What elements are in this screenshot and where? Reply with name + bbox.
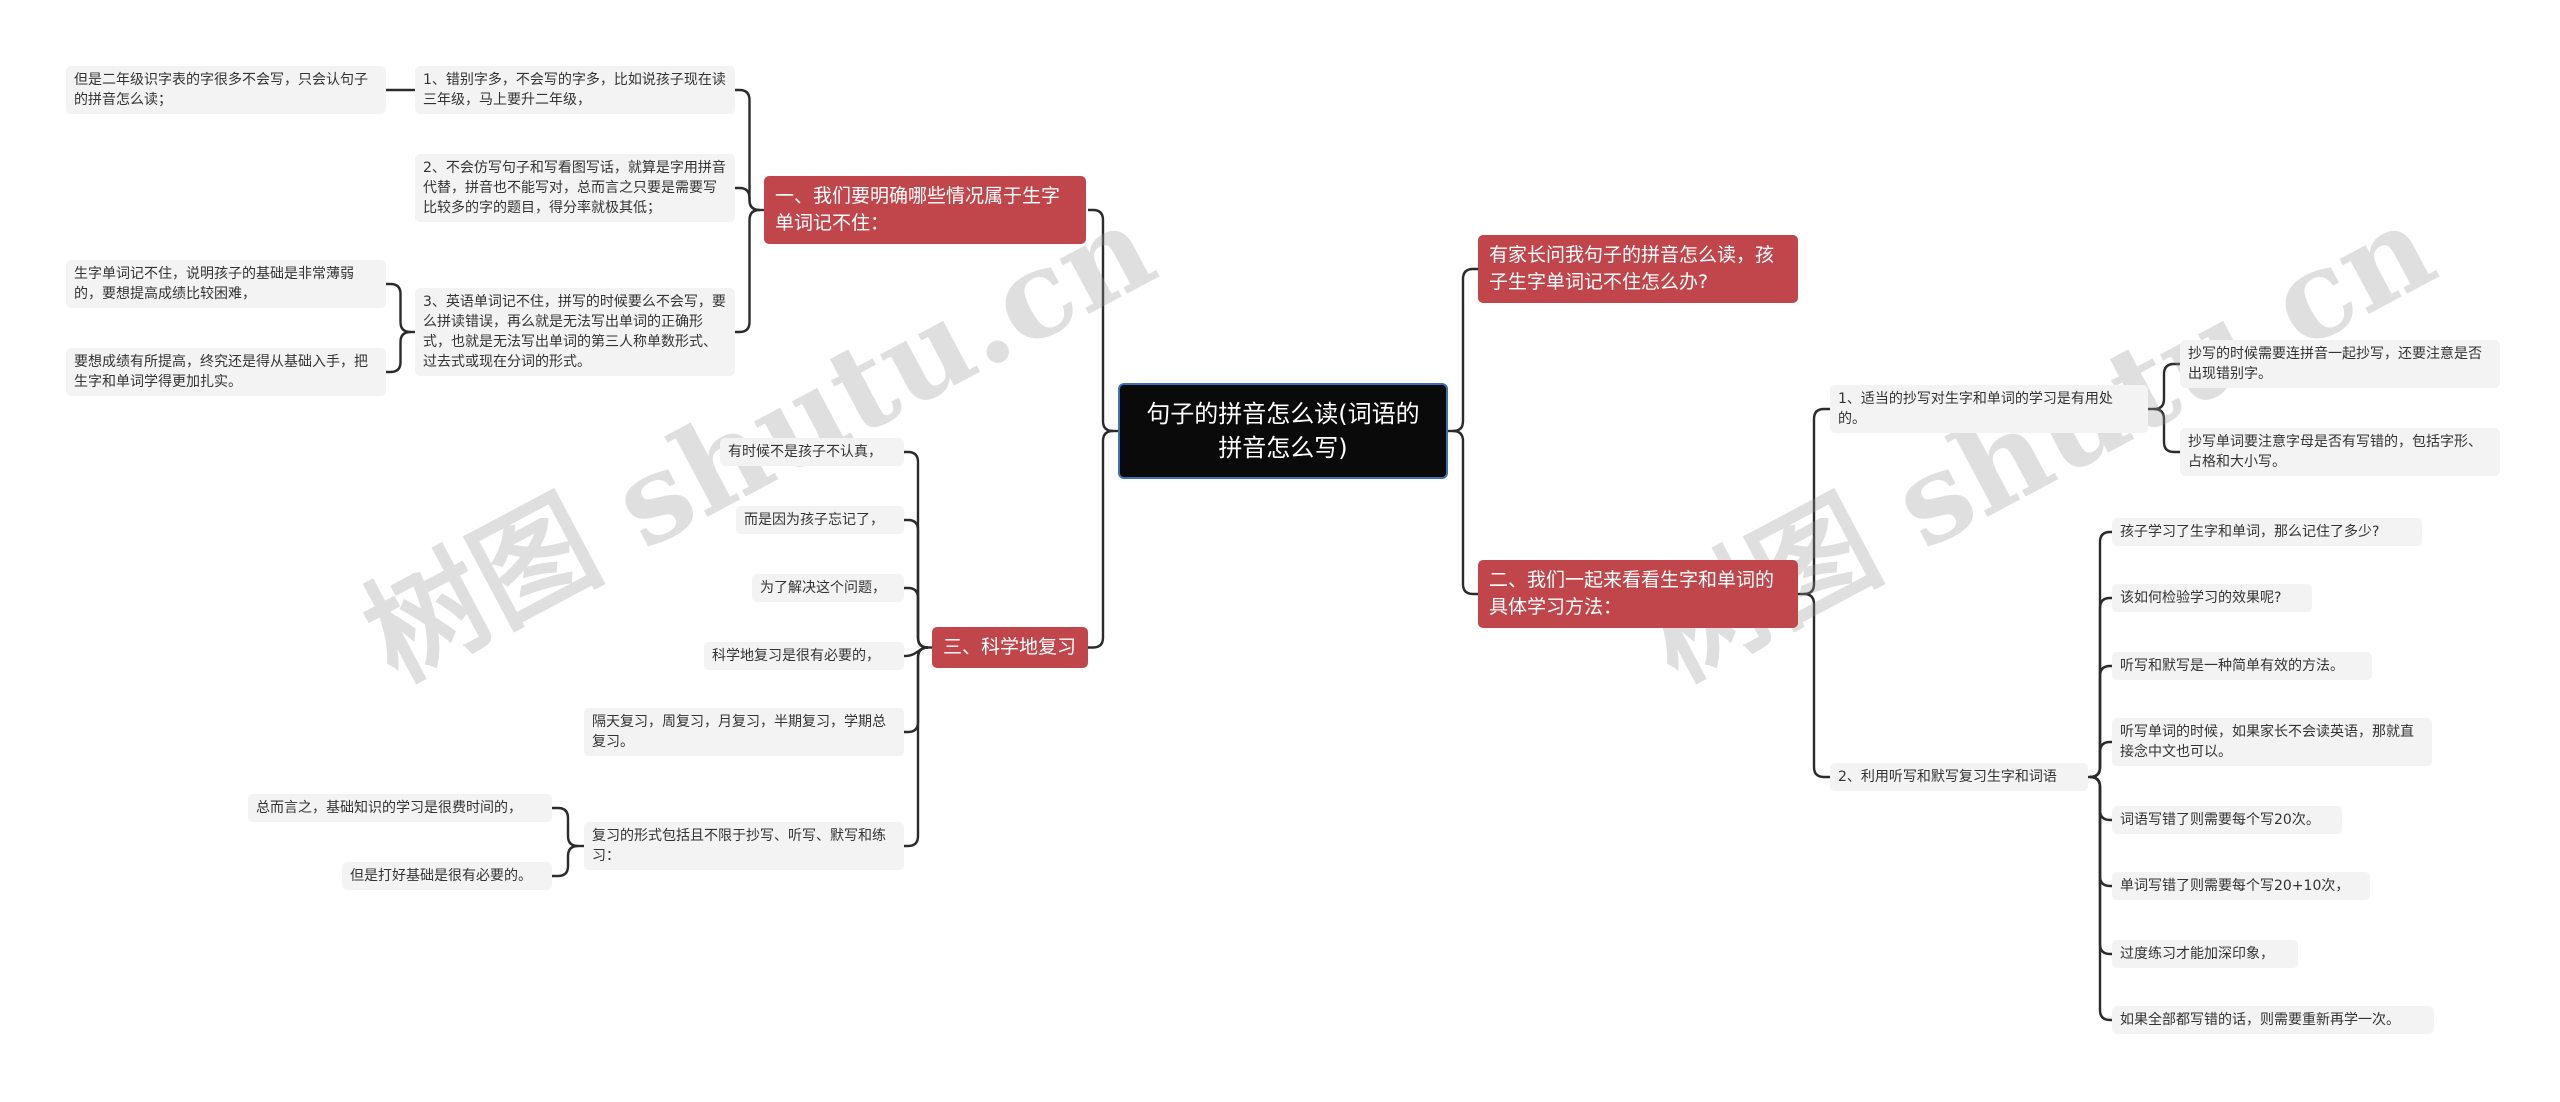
method-dictation[interactable]: 2、利用听写和默写复习生字和词语 [1830,763,2088,791]
review-point-3[interactable]: 为了解决这个问题， [752,574,904,602]
case-3-note-1[interactable]: 生字单词记不住，说明孩子的基础是非常薄弱的，要想提高成绩比较困难， [66,260,386,308]
case-1[interactable]: 1、错别字多，不会写的字多，比如说孩子现在读三年级，马上要升二年级， [415,66,735,114]
review-point-6[interactable]: 复习的形式包括且不限于抄写、听写、默写和练习： [584,822,904,870]
branch-learning-methods[interactable]: 二、我们一起来看看生字和单词的具体学习方法： [1478,560,1798,628]
root-topic[interactable]: 句子的拼音怎么读(词语的拼音怎么写) [1118,383,1448,479]
dictation-point-1[interactable]: 孩子学习了生字和单词，那么记住了多少? [2112,518,2422,546]
case-3[interactable]: 3、英语单词记不住，拼写的时候要么不会写，要么拼读错误，再么就是无法写出单词的正… [415,288,735,376]
dictation-point-2[interactable]: 该如何检验学习的效果呢? [2112,584,2312,612]
dictation-point-3[interactable]: 听写和默写是一种简单有效的方法。 [2112,652,2372,680]
copying-tip-1[interactable]: 抄写的时候需要连拼音一起抄写，还要注意是否出现错别字。 [2180,340,2500,388]
review-point-4[interactable]: 科学地复习是很有必要的， [704,642,904,670]
case-3-note-2[interactable]: 要想成绩有所提高，终究还是得从基础入手，把生字和单词学得更加扎实。 [66,348,386,396]
dictation-point-7[interactable]: 过度练习才能加深印象， [2112,940,2298,968]
branch-parent-question[interactable]: 有家长问我句子的拼音怎么读，孩子生字单词记不住怎么办? [1478,235,1798,303]
review-summary-2[interactable]: 但是打好基础是很有必要的。 [342,862,552,890]
dictation-point-6[interactable]: 单词写错了则需要每个写20+10次， [2112,872,2370,900]
copying-tip-2[interactable]: 抄写单词要注意字母是否有写错的，包括字形、占格和大小写。 [2180,428,2500,476]
review-point-5[interactable]: 隔天复习，周复习，月复习，半期复习，学期总复习。 [584,708,904,756]
review-point-1[interactable]: 有时候不是孩子不认真， [720,438,904,466]
case-1-note[interactable]: 但是二年级识字表的字很多不会写，只会认句子的拼音怎么读； [66,66,386,114]
dictation-point-8[interactable]: 如果全部都写错的话，则需要重新再学一次。 [2112,1006,2434,1034]
review-summary-1[interactable]: 总而言之，基础知识的学习是很费时间的， [248,794,552,822]
dictation-point-4[interactable]: 听写单词的时候，如果家长不会读英语，那就直接念中文也可以。 [2112,718,2432,766]
branch-scientific-review[interactable]: 三、科学地复习 [932,627,1088,668]
method-copying[interactable]: 1、适当的抄写对生字和单词的学习是有用处的。 [1830,385,2148,433]
branch-identify-cases[interactable]: 一、我们要明确哪些情况属于生字单词记不住： [764,176,1086,244]
dictation-point-5[interactable]: 词语写错了则需要每个写20次。 [2112,806,2342,834]
case-2[interactable]: 2、不会仿写句子和写看图写话，就算是字用拼音代替，拼音也不能写对，总而言之只要是… [415,154,735,222]
review-point-2[interactable]: 而是因为孩子忘记了， [736,506,904,534]
